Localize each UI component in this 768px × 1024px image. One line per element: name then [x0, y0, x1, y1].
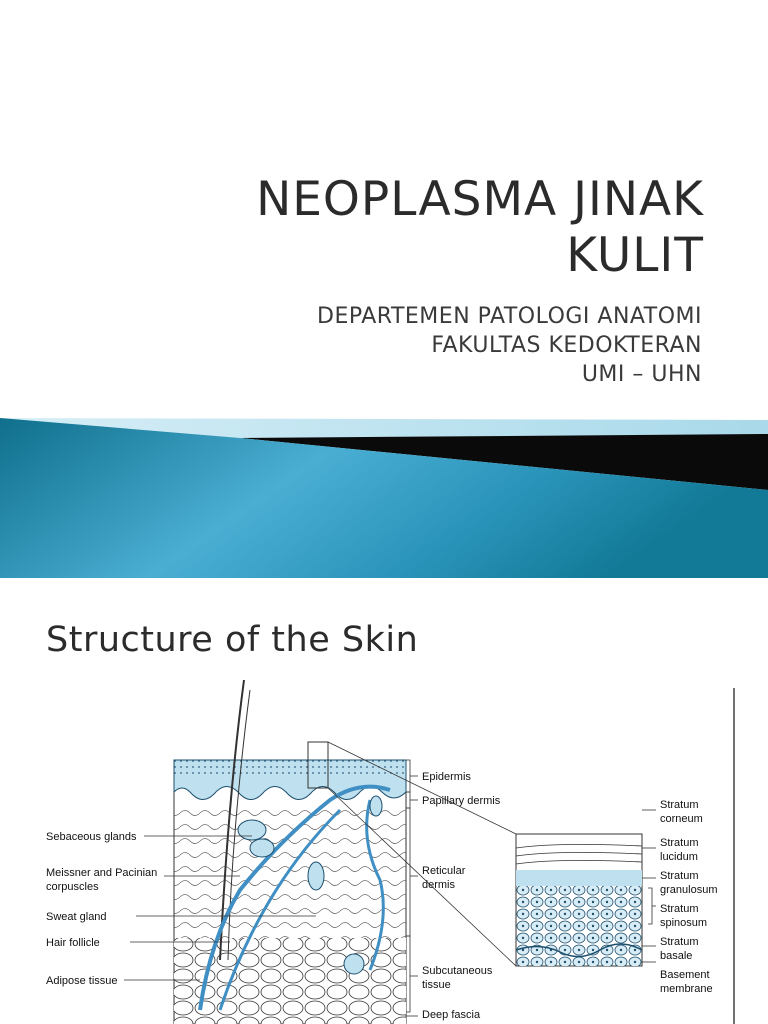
label-deep-fascia: Deep fascia: [422, 1009, 481, 1021]
label-stratum-lucidum-1: Stratum: [660, 837, 699, 849]
subtitle-line-2: FAKULTAS KEDOKTERAN: [431, 333, 702, 358]
label-stratum-granulosum-2: granulosum: [660, 884, 717, 896]
subtitle-line-1: DEPARTEMEN PATOLOGI ANATOMI: [317, 304, 702, 329]
epidermis-inset: [515, 833, 643, 967]
label-reticular-dermis-1: Reticular: [422, 865, 466, 877]
skin-structure-diagram: Stratum corneum Stratum lucidum Stratum …: [46, 680, 735, 1024]
label-adipose-tissue: Adipose tissue: [46, 975, 118, 987]
label-subcutaneous-tissue-1: Subcutaneous: [422, 965, 493, 977]
label-stratum-lucidum-2: lucidum: [660, 851, 698, 863]
label-stratum-corneum-2: corneum: [660, 813, 703, 825]
label-stratum-granulosum-1: Stratum: [660, 870, 699, 882]
title-slide: NEOPLASMA JINAK KULIT DEPARTEMEN PATOLOG…: [0, 172, 768, 578]
skin-section: [173, 680, 407, 1024]
label-reticular-dermis-2: dermis: [422, 879, 456, 891]
label-meissner-2: corpuscles: [46, 881, 99, 893]
label-meissner-1: Meissner and Pacinian: [46, 867, 157, 879]
label-stratum-spinosum-2: spinosum: [660, 917, 707, 929]
title-line-2: KULIT: [566, 228, 704, 283]
label-basement-membrane-1: Basement: [660, 969, 710, 981]
label-epidermis: Epidermis: [422, 771, 471, 783]
label-hair-follicle: Hair follicle: [46, 937, 100, 949]
label-stratum-basale-2: basale: [660, 950, 692, 962]
content-slide: Structure of the Skin: [0, 580, 768, 1024]
label-sweat-gland: Sweat gland: [46, 911, 107, 923]
title-line-1: NEOPLASMA JINAK: [256, 172, 704, 227]
slide-subtitle: DEPARTEMEN PATOLOGI ANATOMI FAKULTAS KED…: [142, 302, 702, 389]
subtitle-line-3: UMI – UHN: [581, 362, 702, 387]
decorative-wave-band: [0, 410, 768, 578]
slide-title: NEOPLASMA JINAK KULIT: [144, 172, 704, 284]
label-stratum-corneum-1: Stratum: [660, 799, 699, 811]
label-papillary-dermis: Papillary dermis: [422, 795, 501, 807]
label-stratum-basale-1: Stratum: [660, 936, 699, 948]
label-subcutaneous-tissue-2: tissue: [422, 979, 451, 991]
slide-heading: Structure of the Skin: [46, 620, 419, 660]
label-stratum-spinosum-1: Stratum: [660, 903, 699, 915]
label-basement-membrane-2: membrane: [660, 983, 713, 995]
label-sebaceous-glands: Sebaceous glands: [46, 831, 137, 843]
